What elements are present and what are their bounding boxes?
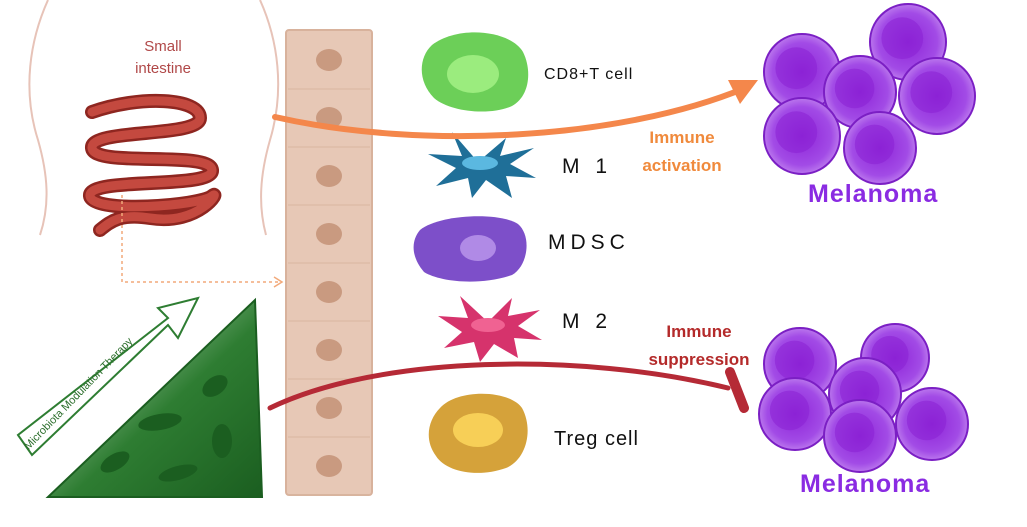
- melanoma-cell-nucleus: [774, 340, 815, 381]
- epithelial-cell-nucleus: [316, 223, 342, 245]
- treg-cell-label: Treg cell: [554, 428, 639, 450]
- melanoma-cell-nucleus: [769, 390, 810, 431]
- melanoma-cell-nucleus: [834, 68, 875, 109]
- epithelial-cell-nucleus: [316, 281, 342, 303]
- melanoma-label-bottom: Melanoma: [800, 470, 931, 498]
- bacteria-shape: [138, 413, 182, 431]
- bacteria-shape: [212, 424, 232, 458]
- m2-label: M 2: [562, 310, 613, 333]
- microbiota-triangle: [45, 297, 264, 498]
- epithelial-cell-nucleus: [316, 455, 342, 477]
- cd8-t-cell-shape: [421, 32, 529, 112]
- small-intestine-illustration: [83, 93, 222, 237]
- epithelial-cell-nucleus: [316, 339, 342, 361]
- immune-suppression-inhibitor: [267, 361, 749, 413]
- immune-activation-line2: activation: [642, 156, 722, 175]
- m2-macrophage-shape: [438, 296, 542, 362]
- mdsc-label: MDSC: [548, 231, 630, 254]
- immune-suppression-label: Immune suppression: [636, 318, 762, 374]
- epithelial-cell-nucleus: [316, 165, 342, 187]
- organ-label-line2: intestine: [135, 60, 191, 77]
- intestinal-epithelium: [285, 29, 373, 496]
- m1-macrophage-shape: [428, 132, 536, 198]
- m1-label: M 1: [562, 155, 613, 178]
- immune-activation-arrow: [272, 80, 758, 140]
- melanoma-cell-nucleus: [854, 124, 895, 165]
- organ-label-line1: Small: [144, 38, 182, 55]
- therapy-arrow: [16, 296, 200, 457]
- bacteria-shape: [100, 451, 130, 473]
- immune-activation-label: Immune activation: [620, 124, 744, 180]
- epithelial-cell-nucleus: [316, 397, 342, 419]
- immune-suppression-line1: Immune: [666, 322, 732, 341]
- bacteria-shape: [158, 464, 198, 482]
- organ-label: Small intestine: [108, 36, 218, 80]
- body-outline: [28, 0, 280, 236]
- melanoma-cell-nucleus: [906, 400, 947, 441]
- immune-activation-line1: Immune: [649, 128, 715, 147]
- immune-suppression-line2: suppression: [648, 350, 750, 369]
- melanoma-cell-nucleus: [775, 111, 818, 154]
- melanoma-cell-nucleus: [775, 47, 818, 90]
- cd8-t-cell-label: CD8+T cell: [544, 66, 634, 83]
- melanoma-cell-nucleus: [881, 17, 924, 60]
- melanoma-label-top: Melanoma: [808, 180, 939, 208]
- melanoma-cell-nucleus: [910, 71, 953, 114]
- epithelial-cell-nucleus: [316, 49, 342, 71]
- melanoma-cluster-bottom: [758, 323, 969, 473]
- treg-cell-shape: [428, 393, 528, 473]
- mdsc-shape: [413, 216, 527, 282]
- melanoma-cluster-top: [763, 3, 976, 185]
- melanoma-cell-nucleus: [834, 412, 875, 453]
- intestine-to-epithelium-connector: [121, 195, 284, 288]
- bacteria-shape: [202, 375, 228, 397]
